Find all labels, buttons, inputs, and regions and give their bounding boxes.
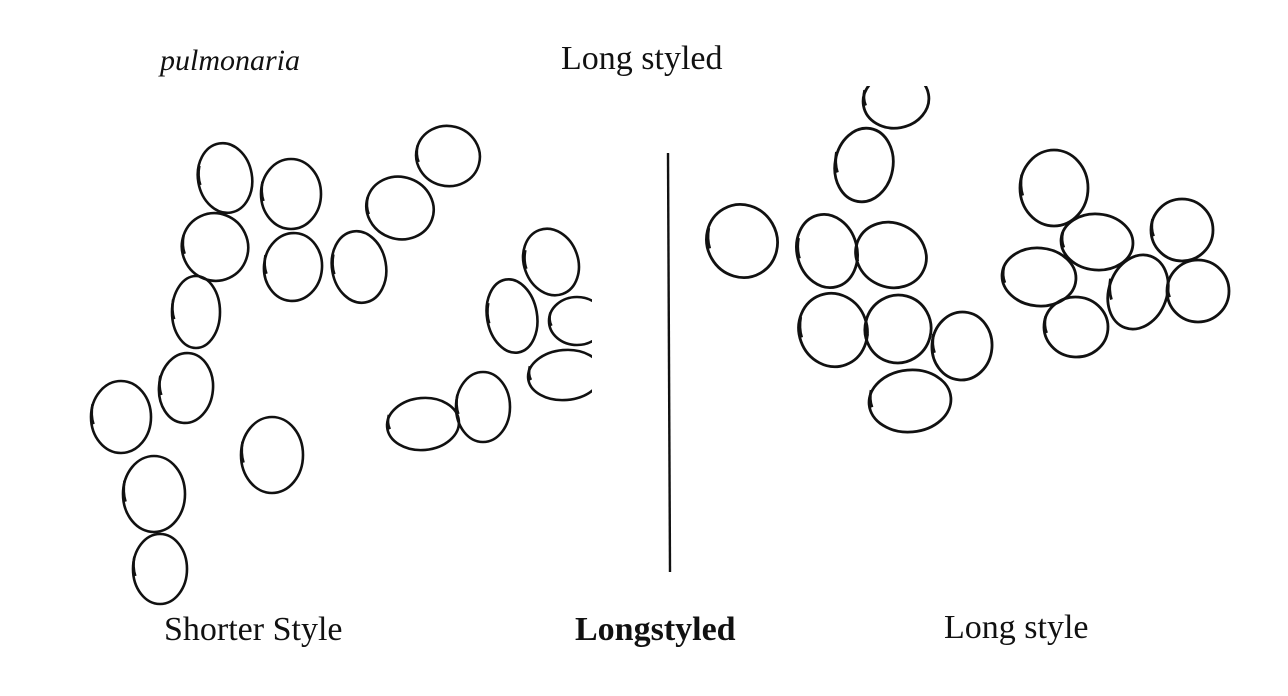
- right-panel-pollen-grains: [705, 86, 1231, 434]
- left-panel-label: Shorter Style: [164, 611, 343, 648]
- pollen-grain-stroke: [455, 394, 460, 415]
- pollen-grain: [180, 211, 250, 283]
- pollen-grain-stroke: [931, 333, 936, 354]
- center-label: Longstyled: [575, 611, 736, 648]
- pollen-grain: [526, 348, 592, 402]
- pollen-grain-stroke: [527, 365, 533, 381]
- pollen-grain-stroke: [122, 480, 127, 502]
- pollen-grain: [521, 227, 581, 297]
- pollen-grain: [454, 370, 512, 444]
- pollen-grain-stroke: [365, 196, 370, 215]
- pollen-grain: [797, 291, 869, 369]
- pollen-grain-stroke: [132, 556, 137, 577]
- pollen-grain-stroke: [1108, 278, 1113, 301]
- pollen-grain: [121, 454, 187, 534]
- pollen-grain: [547, 295, 592, 347]
- pollen-grain-stroke: [90, 404, 95, 425]
- pollen-grain: [89, 379, 153, 455]
- pollen-grain-stroke: [1150, 218, 1155, 237]
- pollen-grain-stroke: [523, 249, 528, 270]
- pollen-grain-stroke: [798, 316, 804, 338]
- pollen-grain: [330, 229, 388, 305]
- pollen-grain-stroke: [197, 165, 202, 186]
- pollen-grain-stroke: [260, 181, 265, 202]
- pollen-grain: [157, 351, 215, 425]
- pollen-grain-stroke: [171, 299, 176, 320]
- pollen-grain-stroke: [796, 237, 801, 259]
- pollen-grain-stroke: [868, 389, 874, 408]
- species-label: pulmonaria: [160, 44, 301, 77]
- pollen-grain-stroke: [706, 227, 712, 249]
- pollen-grain-stroke: [1043, 316, 1048, 334]
- pollen-grain-stroke: [415, 145, 420, 163]
- top-label: Long styled: [561, 40, 723, 77]
- pollen-grain: [863, 293, 933, 365]
- pollen-grain-stroke: [331, 254, 336, 275]
- pollen-grain: [930, 310, 994, 382]
- pollen-grain: [131, 532, 189, 606]
- pollen-grain-stroke: [1060, 231, 1066, 249]
- pollen-grain-stroke: [158, 375, 163, 396]
- pollen-grain: [262, 231, 324, 303]
- pollen-grain-stroke: [864, 316, 869, 337]
- pollen-grain: [1018, 148, 1090, 228]
- pollen-grain: [1165, 258, 1231, 324]
- pollen-grain: [414, 124, 482, 188]
- pollen-grain-stroke: [240, 441, 245, 463]
- divider-line: [666, 152, 672, 573]
- pollen-grain-stroke: [263, 254, 268, 275]
- pollen-grain: [239, 415, 305, 495]
- pollen-grain-stroke: [1019, 174, 1025, 197]
- pollen-grain-stroke: [548, 312, 553, 327]
- pollen-grain-stroke: [486, 302, 491, 324]
- pollen-grain: [705, 203, 779, 279]
- pollen-grain: [365, 175, 435, 241]
- pollen-grain-stroke: [386, 414, 391, 430]
- pollen-grain: [259, 157, 323, 231]
- pollen-grain-stroke: [1001, 266, 1007, 284]
- pollen-grain: [1149, 197, 1215, 263]
- pollen-grain-stroke: [854, 243, 860, 262]
- pollen-grain-stroke: [834, 151, 839, 173]
- pollen-grain: [170, 274, 222, 350]
- pollen-grain-stroke: [1166, 279, 1171, 298]
- pollen-grain-stroke: [862, 89, 867, 107]
- right-panel-label: Long style: [944, 609, 1089, 646]
- pollen-grain-stroke: [181, 234, 186, 255]
- pollen-grain: [485, 278, 539, 354]
- pollen-grain: [196, 141, 254, 215]
- pollen-grain: [854, 220, 928, 290]
- left-panel-pollen-grains: [89, 124, 592, 606]
- pollen-grain: [861, 86, 931, 130]
- pollen-grain: [833, 126, 895, 204]
- pollen-grain: [795, 213, 859, 289]
- pollen-grain: [867, 368, 953, 434]
- pollen-grain: [385, 396, 461, 452]
